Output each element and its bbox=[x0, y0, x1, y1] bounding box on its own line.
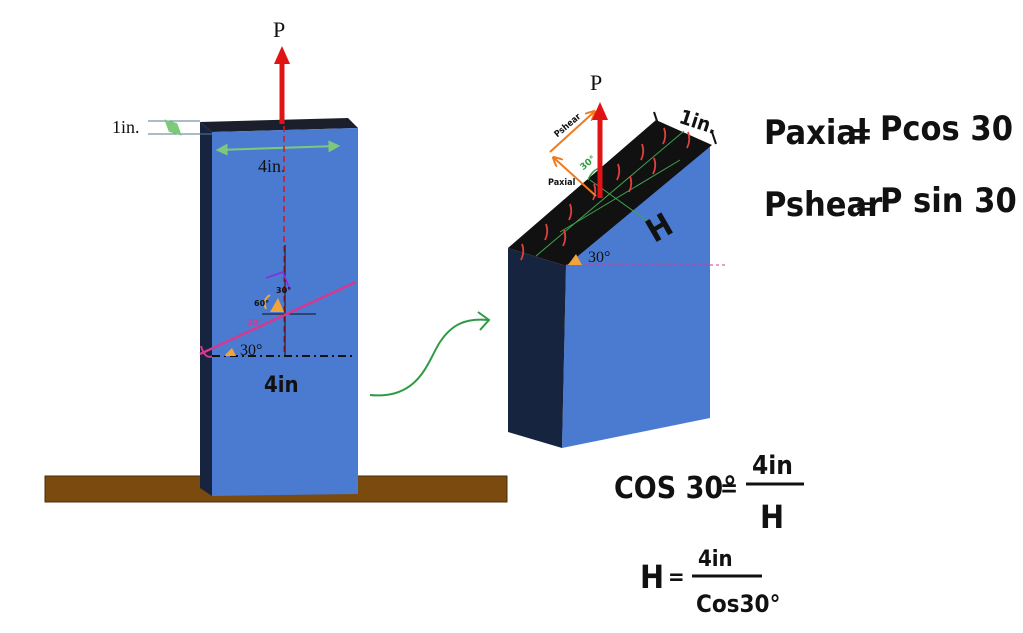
h-lhs: H bbox=[640, 558, 664, 596]
left-specimen: 4in. 1in. P 60° 30° 30° 30° 4in bbox=[44, 17, 508, 503]
paxial-rhs: Pcos 30 bbox=[880, 109, 1013, 149]
face-angle-wedge bbox=[568, 254, 582, 265]
cos-denominator: H bbox=[760, 498, 784, 536]
right-block-face bbox=[562, 145, 710, 448]
left-force-label: P bbox=[273, 17, 285, 42]
section-angle-wedge bbox=[224, 348, 236, 356]
small-angle-b: 30° bbox=[276, 286, 291, 295]
small-angle-a: 60° bbox=[254, 299, 269, 308]
face-angle-label: 30° bbox=[588, 249, 610, 266]
transition-arrowhead bbox=[477, 311, 491, 331]
paxial-eq: = bbox=[850, 117, 873, 152]
face-grid-line bbox=[559, 159, 681, 233]
right-specimen: 1in. 30° H Pshear Paxial 30° P bbox=[508, 70, 726, 448]
thickness-label: 1in. bbox=[112, 117, 140, 137]
angle-wedge-small bbox=[270, 298, 284, 312]
right-force-label: P bbox=[590, 70, 602, 95]
pshear-eq: = bbox=[855, 192, 873, 220]
left-block-top bbox=[200, 118, 358, 132]
pshear-lhs: Pshear bbox=[764, 185, 883, 225]
equations: Paxial = Pcos 30 Pshear = P sin 30 COS 3… bbox=[614, 109, 1017, 618]
axial-component-arrow bbox=[554, 158, 597, 197]
h-denominator: Cos30° bbox=[696, 590, 780, 618]
cos-lhs: COS 30° bbox=[614, 471, 737, 506]
h-eq: = bbox=[668, 565, 685, 590]
left-force-arrowhead bbox=[274, 46, 290, 64]
h-numerator: 4in bbox=[698, 547, 733, 572]
right-force-arrowhead bbox=[592, 102, 608, 120]
angle-arc-small bbox=[263, 294, 271, 310]
right-thickness-bracket-outline bbox=[653, 111, 717, 145]
right-thickness-bracket bbox=[655, 116, 715, 140]
transition-arrow bbox=[369, 318, 489, 397]
normal-marker bbox=[265, 271, 291, 291]
inclined-section-line bbox=[199, 280, 357, 356]
section-angle-label: 30° bbox=[240, 342, 262, 359]
cos-numerator: 4in bbox=[752, 451, 793, 481]
face-grid-line bbox=[535, 130, 685, 257]
shear-component-arrow bbox=[549, 112, 594, 153]
small-angle-c: 30° bbox=[247, 318, 262, 327]
width-dimension-arrow bbox=[215, 140, 341, 156]
section-width-label: 4in bbox=[264, 373, 299, 398]
paxial-lhs: Paxial bbox=[764, 113, 867, 153]
thickness-dimension-arrow bbox=[164, 119, 182, 136]
axial-component-label: Paxial bbox=[548, 178, 576, 188]
cos-eq: = bbox=[720, 474, 738, 502]
pshear-rhs: P sin 30 bbox=[880, 181, 1017, 221]
left-block-side bbox=[200, 122, 212, 496]
right-block-side bbox=[508, 248, 566, 448]
width-label: 4in. bbox=[258, 156, 286, 176]
stress-hatch-marks bbox=[520, 127, 691, 261]
section-scribble bbox=[200, 345, 214, 358]
